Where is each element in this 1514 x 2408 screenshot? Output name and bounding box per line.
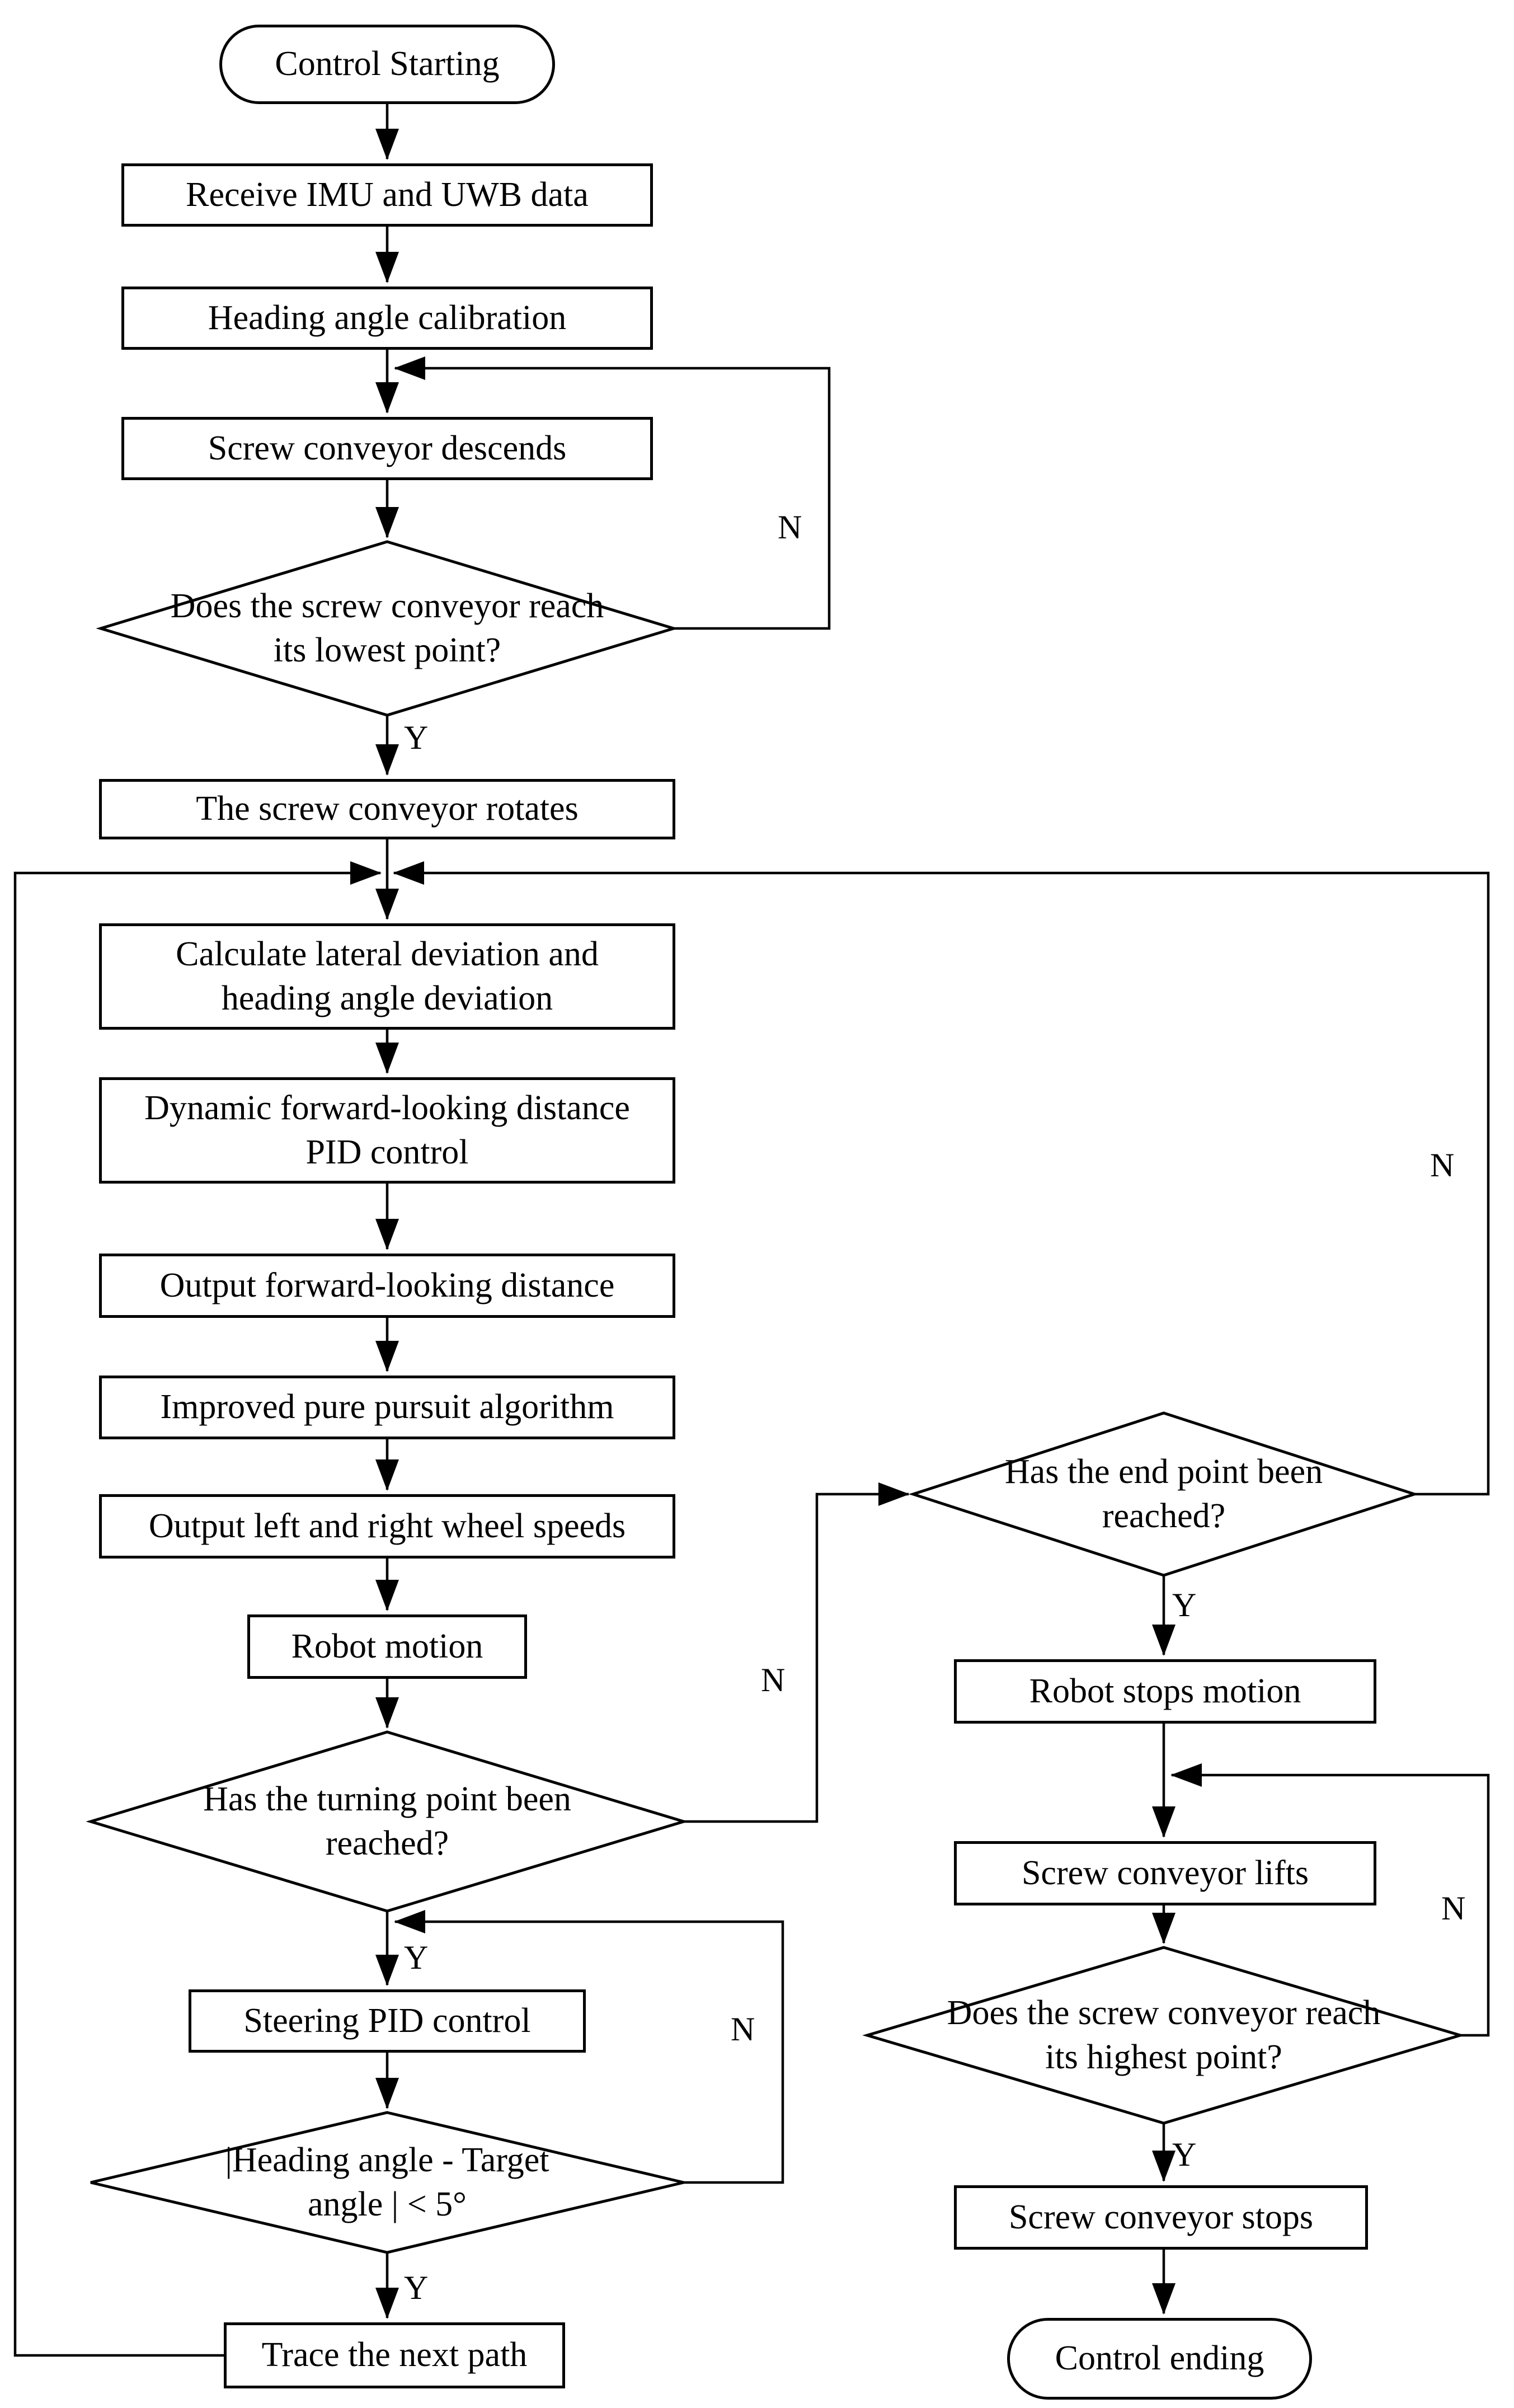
node-calculate-deviation-line2: heading angle deviation: [221, 979, 553, 1017]
node-decision-heading-angle: |Heading angle - Target angle | < 5°: [79, 2115, 695, 2250]
node-conveyor-rotates: The screw conveyor rotates: [99, 779, 675, 839]
node-robot-motion-label: Robot motion: [291, 1627, 483, 1665]
node-control-ending-label: Control ending: [1055, 2339, 1264, 2378]
node-decision-highest-point: Does the screw conveyor reach its highes…: [856, 1968, 1471, 2102]
decision-end-point-line1: Has the end point been: [1004, 1452, 1323, 1491]
node-dynamic-pid-line1: Dynamic forward-looking distance: [144, 1088, 630, 1127]
node-conveyor-rotates-label: The screw conveyor rotates: [196, 790, 579, 828]
node-decision-lowest-point: Does the screw conveyor reach its lowest…: [79, 561, 695, 696]
node-improved-pure-pursuit: Improved pure pursuit algorithm: [99, 1376, 675, 1439]
node-decision-end-point: Has the end point been reached?: [884, 1427, 1444, 1561]
edge-label-yes-highest: Y: [1172, 2136, 1197, 2173]
decision-heading-angle-line1: |Heading angle - Target: [225, 2141, 549, 2179]
node-conveyor-stops: Screw conveyor stops: [954, 2185, 1368, 2250]
decision-highest-line1: Does the screw conveyor reach: [947, 1993, 1381, 2032]
node-heading-calibration-label: Heading angle calibration: [208, 298, 567, 337]
node-output-forward-distance-label: Output forward-looking distance: [159, 1266, 615, 1304]
node-improved-pure-pursuit-label: Improved pure pursuit algorithm: [160, 1388, 614, 1426]
decision-end-point-line2: reached?: [1102, 1497, 1226, 1535]
node-heading-calibration: Heading angle calibration: [121, 287, 653, 350]
node-conveyor-descends: Screw conveyor descends: [121, 417, 653, 480]
node-control-starting-label: Control Starting: [275, 45, 500, 83]
node-steering-pid: Steering PID control: [189, 1989, 586, 2053]
edge-highest-no-loop: [1170, 1763, 1490, 2037]
node-calculate-deviation: Calculate lateral deviation and heading …: [99, 923, 675, 1030]
node-control-starting: Control Starting: [219, 25, 555, 104]
node-conveyor-stops-label: Screw conveyor stops: [1008, 2198, 1314, 2236]
node-decision-turning-point: Has the turning point been reached?: [79, 1754, 695, 1889]
edge-label-yes-end: Y: [1172, 1586, 1197, 1623]
edge-label-no-angle: N: [731, 2011, 755, 2048]
node-robot-stops-motion: Robot stops motion: [954, 1659, 1376, 1724]
node-trace-next-path-label: Trace the next path: [261, 2336, 528, 2374]
decision-lowest-line1: Does the screw conveyor reach: [170, 586, 604, 625]
node-control-ending: Control ending: [1007, 2318, 1312, 2400]
node-robot-stops-motion-label: Robot stops motion: [1029, 1672, 1301, 1710]
edge-label-yes-lowest: Y: [404, 719, 429, 756]
decision-turning-line1: Has the turning point been: [203, 1780, 571, 1818]
node-calculate-deviation-line1: Calculate lateral deviation and: [176, 935, 599, 973]
node-conveyor-lifts: Screw conveyor lifts: [954, 1841, 1376, 1905]
edge-label-no-end: N: [1430, 1147, 1455, 1184]
decision-heading-angle-line2: angle | < 5°: [308, 2185, 467, 2223]
edge-label-no-highest: N: [1441, 1890, 1466, 1927]
node-conveyor-descends-label: Screw conveyor descends: [208, 429, 567, 467]
edge-label-yes-turning: Y: [404, 1939, 429, 1976]
node-dynamic-pid-line2: PID control: [305, 1133, 469, 1171]
decision-turning-line2: reached?: [325, 1824, 449, 1862]
edge-lowest-no-loop: [394, 356, 831, 630]
node-steering-pid-label: Steering PID control: [243, 2001, 531, 2040]
node-output-wheel-speeds-label: Output left and right wheel speeds: [148, 1506, 626, 1545]
edge-label-no-lowest: N: [778, 509, 802, 546]
decision-lowest-line2: its lowest point?: [273, 631, 501, 669]
node-robot-motion: Robot motion: [247, 1614, 527, 1679]
node-receive-imu-uwb: Receive IMU and UWB data: [121, 163, 653, 227]
decision-highest-line2: its highest point?: [1045, 2038, 1282, 2076]
edge-end-no-loop: [393, 861, 1490, 1496]
edge-angle-no-loop: [394, 1910, 784, 2184]
node-trace-next-path: Trace the next path: [224, 2322, 565, 2388]
node-output-forward-distance: Output forward-looking distance: [99, 1254, 675, 1318]
node-receive-imu-uwb-label: Receive IMU and UWB data: [186, 175, 589, 214]
node-conveyor-lifts-label: Screw conveyor lifts: [1021, 1853, 1309, 1892]
edge-trace-return-loop: [13, 861, 382, 2357]
node-output-wheel-speeds: Output left and right wheel speeds: [99, 1494, 675, 1559]
edge-turning-no-endpoint: [684, 1482, 910, 1823]
edge-label-no-turning: N: [761, 1661, 786, 1698]
node-dynamic-pid: Dynamic forward-looking distance PID con…: [99, 1077, 675, 1184]
edge-label-yes-angle: Y: [404, 2269, 429, 2306]
